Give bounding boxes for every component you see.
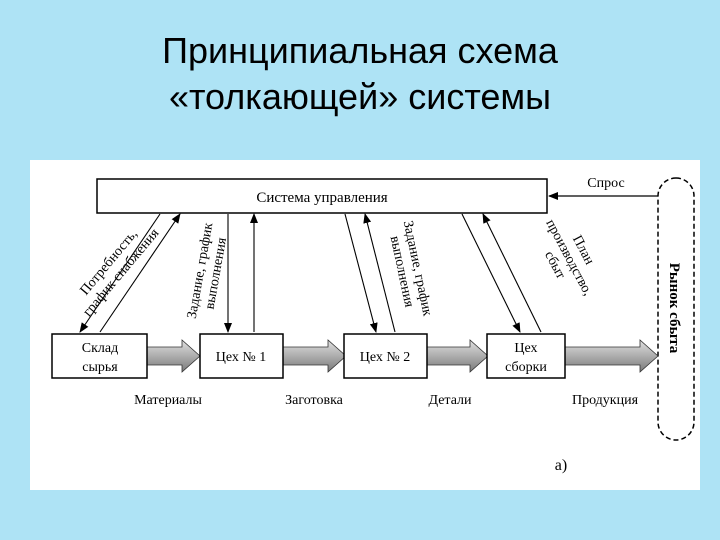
flow-label-materials: Материалы [134, 393, 202, 408]
control-system-box [96, 178, 548, 214]
warehouse-label-2: сырья [82, 360, 118, 375]
assembly-label-2: сборки [505, 360, 547, 375]
title-line-2: «толкающей» системы [168, 76, 552, 117]
slide-title: Принципиальная схема «толкающей» системы [0, 28, 720, 120]
caption-box [542, 452, 580, 476]
flow-label-parts: Детали [428, 393, 472, 408]
link-task2-down [344, 213, 378, 333]
link-production-up [482, 213, 542, 333]
control-system-label: Система управления [256, 190, 387, 206]
link-task2-up [363, 213, 396, 333]
flow-arrow-3 [426, 339, 489, 373]
link-production-down [461, 213, 521, 333]
assembly-box [486, 333, 566, 379]
shop2-box [343, 333, 428, 379]
warehouse-box [51, 333, 148, 379]
shop1-box [199, 333, 284, 379]
link-supply-down [79, 213, 161, 333]
demand-label: Спрос [587, 176, 624, 191]
flow-arrow-2 [282, 339, 347, 373]
shop2-label: Цех № 2 [360, 350, 411, 365]
market-box [657, 177, 695, 441]
title-line-1: Принципиальная схема [162, 30, 558, 71]
caption-label: а) [555, 457, 567, 474]
shop1-label: Цех № 1 [216, 350, 267, 365]
warehouse-label-1: Склад [82, 341, 118, 356]
link-supply-up [99, 213, 181, 333]
market-label: Рынок сбыта [666, 263, 682, 354]
flow-label-products: Продукция [572, 393, 639, 408]
assembly-label-1: Цех [514, 341, 537, 356]
flow-label-blank: Заготовка [285, 393, 344, 408]
flow-arrow-4 [564, 339, 659, 373]
